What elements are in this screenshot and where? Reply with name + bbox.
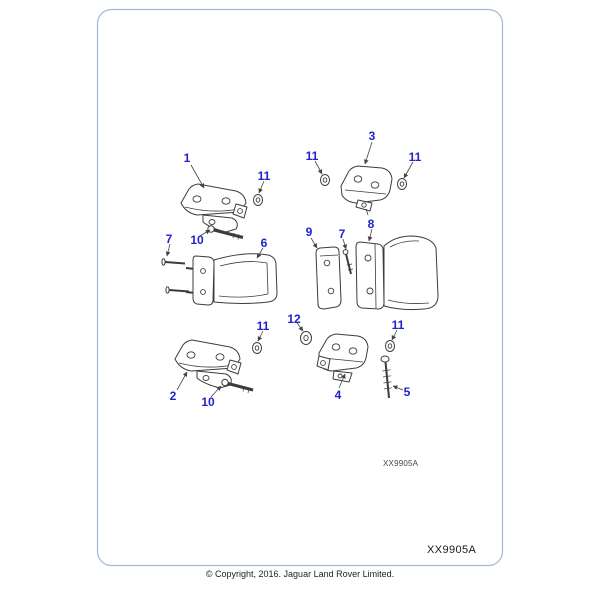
screw-7-right-icon [342, 249, 354, 275]
drawing-code: XX9905A [427, 544, 477, 556]
callout-3: 3 [368, 129, 376, 143]
part-8-hinge-door-section [355, 235, 439, 311]
washer-11-lower-left-icon [252, 342, 262, 354]
callout-11-e: 11 [391, 318, 405, 332]
part-2-hinge-lower-left [174, 339, 242, 389]
screw-7-left-icon [161, 258, 190, 294]
washer-11-top-right-icon [397, 178, 407, 190]
part-6-check-strap [185, 253, 278, 306]
washer-12-icon [300, 331, 312, 345]
callout-11-b: 11 [305, 149, 319, 163]
washer-11-top-left-icon [320, 174, 330, 186]
callout-5: 5 [403, 385, 411, 399]
drawing-code-small: XX9905A [383, 459, 419, 468]
callout-11-a: 11 [257, 169, 271, 183]
callout-7-a: 7 [165, 232, 173, 246]
bolt-10-lower-icon [221, 378, 254, 394]
part-3-hinge-upper-right [340, 165, 393, 216]
callout-11-c: 11 [408, 150, 422, 164]
callout-4: 4 [334, 388, 342, 402]
part-4-hinge-lower-right [316, 333, 369, 383]
part-9-plate [315, 246, 342, 310]
page-border [96, 8, 504, 567]
callout-2: 2 [169, 389, 177, 403]
copyright-text: © Copyright, 2016. Jaguar Land Rover Lim… [205, 569, 395, 579]
callout-6: 6 [260, 236, 268, 250]
callout-11-d: 11 [256, 319, 270, 333]
callout-7-b: 7 [338, 227, 346, 241]
callout-1: 1 [183, 151, 191, 165]
washer-11-upper-left-icon [253, 194, 263, 206]
part-1-hinge-upper-left [180, 183, 248, 233]
callout-10-a: 10 [190, 233, 204, 247]
callout-10-b: 10 [201, 395, 215, 409]
callout-12: 12 [287, 312, 301, 326]
callout-8: 8 [367, 217, 375, 231]
leader-lines [165, 141, 414, 398]
washer-11-lower-right-icon [385, 340, 395, 352]
callout-9: 9 [305, 225, 313, 239]
bolt-5-icon [380, 355, 393, 399]
